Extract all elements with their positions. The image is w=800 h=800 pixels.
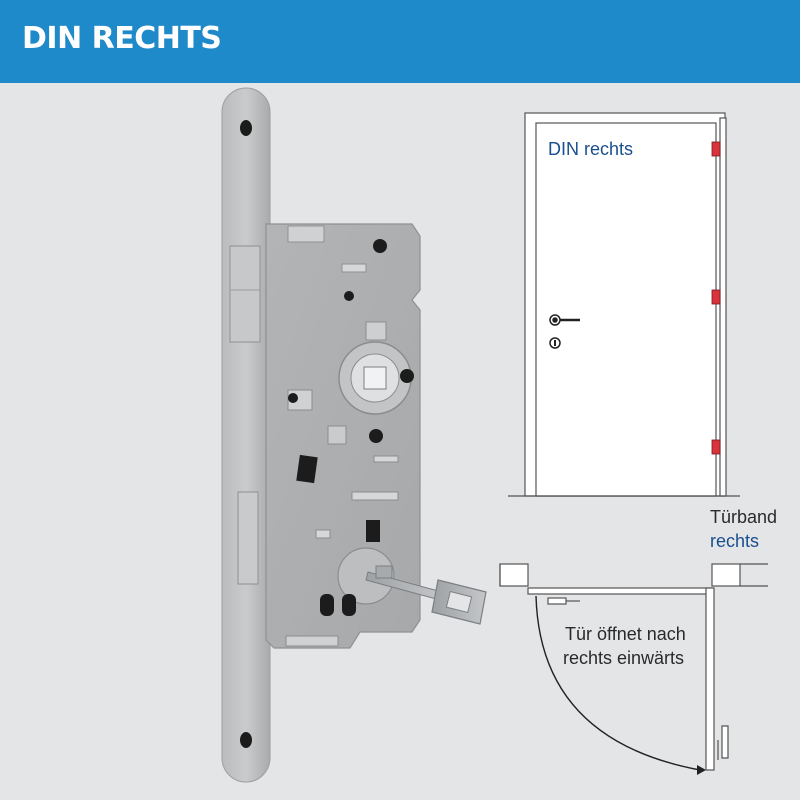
hinge-label-line2: rechts bbox=[710, 531, 760, 551]
door-keyhole bbox=[549, 337, 561, 349]
screw-hole-bottom bbox=[240, 732, 252, 748]
door-front-view bbox=[524, 112, 727, 497]
hinge-top bbox=[711, 141, 721, 157]
key-hole-ring bbox=[337, 547, 395, 605]
header-bar: DIN RECHTS bbox=[0, 0, 800, 83]
hinge-bottom bbox=[711, 439, 721, 455]
door-plan-view bbox=[499, 563, 768, 771]
dead-bolt bbox=[237, 491, 259, 585]
hinges-right bbox=[711, 141, 721, 455]
door-label: DIN rechts bbox=[548, 139, 634, 159]
spindle-square bbox=[363, 366, 387, 390]
door-swing-arc bbox=[535, 595, 701, 771]
hinge-middle bbox=[711, 289, 721, 305]
screw-hole-top bbox=[240, 120, 252, 136]
swing-label-line1: Tür öffnet nach bbox=[565, 624, 686, 644]
latch-bolt bbox=[229, 245, 261, 343]
door-handle bbox=[549, 314, 580, 326]
hinge-label-line1: Türband bbox=[710, 507, 778, 527]
key bbox=[365, 565, 487, 625]
swing-label-line2: rechts einwärts bbox=[563, 648, 685, 668]
page-title: DIN RECHTS bbox=[22, 21, 222, 56]
